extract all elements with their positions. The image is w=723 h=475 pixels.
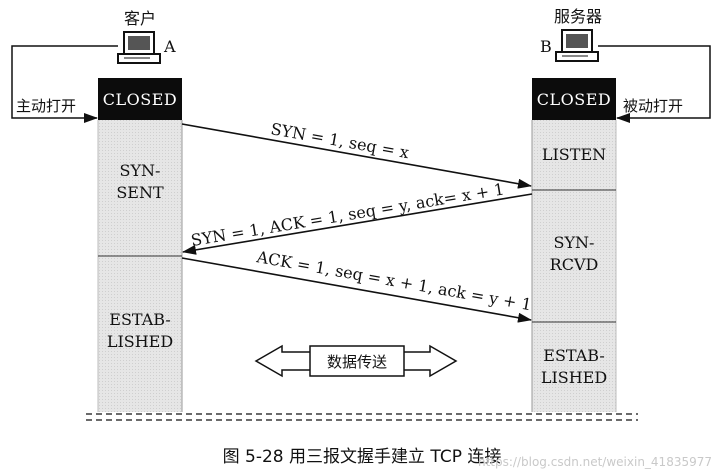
server-state-listen: LISTEN — [542, 145, 606, 164]
server-state-established-line1: ESTAB- — [543, 346, 604, 365]
client-state-column — [98, 120, 182, 412]
syn-message-label: SYN = 1, seq = x — [269, 119, 410, 162]
server-state-established-line2: LISHED — [541, 368, 607, 387]
ack-arrow — [181, 257, 532, 323]
syn-ack-arrow — [182, 193, 533, 255]
server-state-closed: CLOSED — [537, 90, 611, 109]
ack-message-label: ACK = 1, seq = x + 1, ack = y + 1 — [254, 247, 533, 314]
client-closed-box — [98, 78, 182, 120]
server-letter-label: B — [540, 37, 552, 56]
client-letter-label: A — [163, 37, 176, 56]
client-state-established-line2: LISHED — [107, 332, 173, 351]
data-transfer-label: 数据传送 — [327, 353, 387, 371]
server-state-column — [532, 120, 616, 412]
server-passive-open-bracket — [598, 45, 711, 123]
client-state-established-line1: ESTAB- — [109, 310, 170, 329]
syn-ack-message-label: SYN = 1, ACK = 1, seq = y, ack= x + 1 — [190, 179, 506, 250]
server-closed-box — [532, 78, 616, 120]
client-active-open-label: 主动打开 — [16, 97, 76, 115]
server-state-syn-rcvd-line2: RCVD — [550, 255, 599, 274]
client-state-syn-sent-line1: SYN- — [120, 161, 161, 180]
client-computer-icon — [117, 31, 161, 64]
figure-caption: 图 5-28 用三报文握手建立 TCP 连接 — [223, 447, 502, 467]
client-state-closed: CLOSED — [103, 90, 177, 109]
watermark-text: https://blog.csdn.net/weixin_41835977 — [478, 455, 712, 469]
server-passive-open-label: 被动打开 — [623, 97, 683, 115]
server-state-syn-rcvd-line1: SYN- — [554, 233, 595, 252]
syn-arrow — [181, 123, 532, 189]
server-role-label: 服务器 — [554, 7, 602, 26]
data-transfer-box — [309, 345, 405, 377]
server-computer-icon — [555, 29, 599, 62]
client-role-label: 客户 — [124, 9, 156, 28]
client-state-syn-sent-line2: SENT — [116, 183, 164, 202]
client-active-open-bracket — [11, 45, 118, 123]
